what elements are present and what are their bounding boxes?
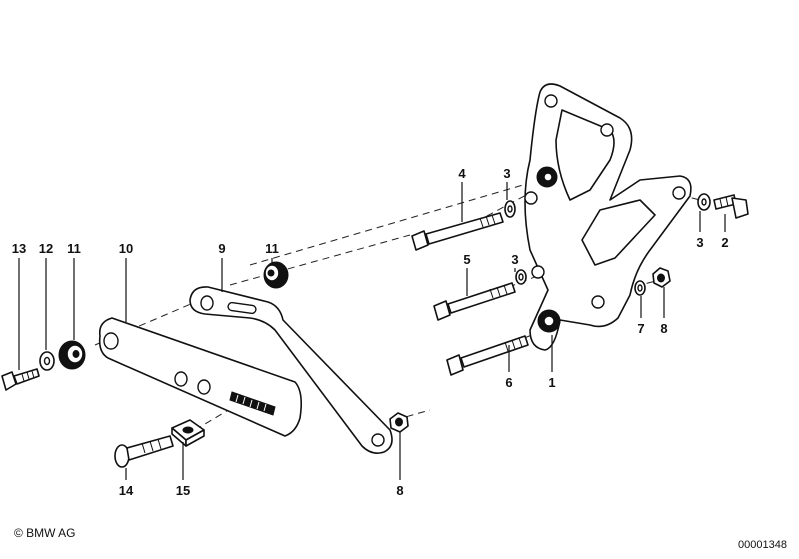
leader-lines	[18, 182, 726, 480]
document-number: 00001348	[738, 539, 787, 551]
bolt-13	[1, 368, 40, 391]
copyright-notice: © BMW AG	[14, 526, 76, 540]
hex-nut-8-lower	[389, 412, 409, 433]
carriage-bolt-14	[114, 435, 174, 468]
washer-3-upper	[504, 200, 516, 218]
callout-3-middle: 3	[511, 252, 518, 267]
bushing-11-left	[58, 340, 86, 370]
callout-14: 14	[119, 483, 134, 498]
square-nut-15	[171, 419, 205, 447]
washer-3-middle	[515, 269, 527, 285]
callout-6: 6	[505, 375, 512, 390]
strap-plate-10	[98, 317, 302, 437]
callout-8-right: 8	[660, 321, 667, 336]
bolt-6	[446, 335, 529, 376]
washer-7	[634, 280, 646, 296]
callout-13: 13	[12, 241, 26, 256]
callout-3-right: 3	[696, 235, 703, 250]
bolt-5	[433, 282, 516, 321]
callout-2: 2	[721, 235, 728, 250]
bolt-2	[713, 194, 749, 219]
bolt-4	[411, 212, 504, 251]
bushing-11-top	[263, 261, 289, 289]
callout-4: 4	[458, 166, 466, 181]
callout-11-left: 11	[67, 241, 81, 256]
washer-12	[39, 351, 55, 371]
bracket-arm-9	[189, 286, 393, 454]
washer-3-right	[697, 193, 711, 211]
callout-11-top: 11	[265, 241, 279, 256]
callout-15: 15	[176, 483, 190, 498]
hex-nut-8-right	[652, 267, 671, 288]
main-bracket-1	[524, 83, 692, 351]
callout-1: 1	[548, 375, 555, 390]
callout-5: 5	[463, 252, 470, 267]
callout-numbers: 13 12 11 10 9 11 4 3 5 3 6 1 7 8 3 2 14 …	[12, 166, 729, 498]
callout-3-upper: 3	[503, 166, 510, 181]
callout-10: 10	[119, 241, 133, 256]
callout-8-lower: 8	[396, 483, 403, 498]
callout-7: 7	[637, 321, 644, 336]
callout-9: 9	[218, 241, 225, 256]
callout-12: 12	[39, 241, 53, 256]
